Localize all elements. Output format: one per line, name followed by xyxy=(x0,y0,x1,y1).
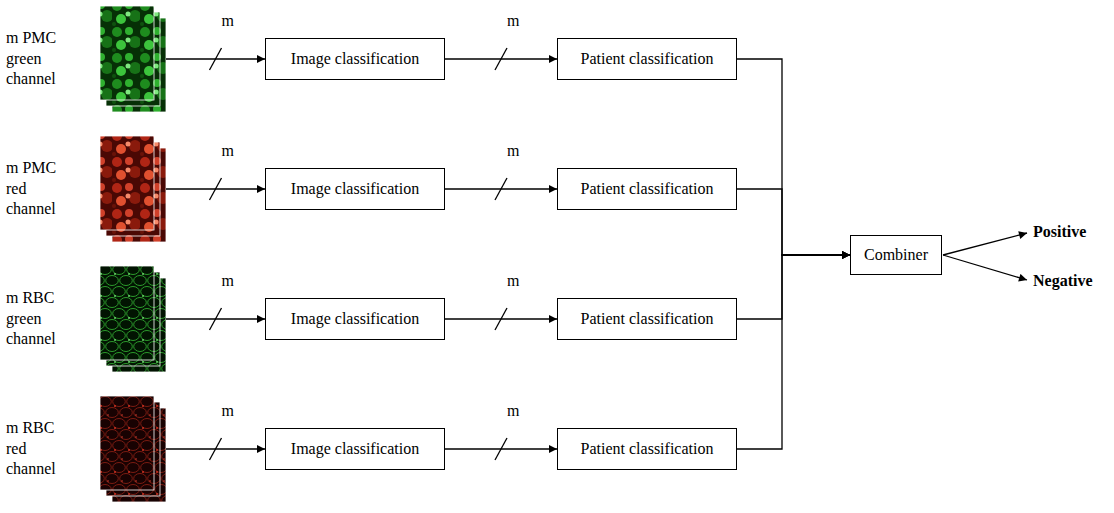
process-box: Image classification xyxy=(265,38,445,80)
box-text: Combiner xyxy=(864,245,928,265)
edge-group xyxy=(445,308,557,330)
bus-width-label: m xyxy=(222,401,234,421)
edge-group xyxy=(445,438,557,460)
output-label: Positive xyxy=(1033,222,1086,242)
image-layer xyxy=(100,6,154,100)
label-holder: m xyxy=(507,11,519,31)
image-stack-picture xyxy=(100,396,166,502)
edge-group xyxy=(166,438,265,460)
box-text: Image classification xyxy=(291,439,419,459)
bus-width-label: m xyxy=(507,401,519,421)
arrow-connector xyxy=(737,255,850,319)
label-holder: Negative xyxy=(1033,271,1093,291)
image-layer xyxy=(100,396,154,490)
image-layer xyxy=(100,136,154,230)
bus-slash xyxy=(495,48,507,70)
box-text: Image classification xyxy=(291,49,419,69)
label-holder: m RBC red channel xyxy=(6,396,70,502)
edge-group xyxy=(737,255,850,449)
label-holder: m xyxy=(222,141,234,161)
process-box: Patient classification xyxy=(557,168,737,210)
edge-group xyxy=(737,189,850,255)
bus-slash xyxy=(495,438,507,460)
bus-width-label: m xyxy=(222,11,234,31)
image-stack: m PMC green channel xyxy=(100,6,166,112)
combiner-box: Combiner xyxy=(850,235,942,275)
label-holder: m xyxy=(222,401,234,421)
box-text: Patient classification xyxy=(581,309,714,329)
bus-width-label: m xyxy=(507,11,519,31)
arrow-connector xyxy=(737,189,850,255)
label-holder: m xyxy=(507,271,519,291)
image-set-label: m RBC green channel xyxy=(6,288,70,350)
box-text: Patient classification xyxy=(581,179,714,199)
edge-group xyxy=(445,48,557,70)
image-stack: m PMC red channel xyxy=(100,136,166,242)
label-holder: m PMC red channel xyxy=(6,136,70,242)
arrow-connector xyxy=(737,59,850,255)
edge-group xyxy=(737,59,850,255)
edge-group xyxy=(166,48,265,70)
bus-width-label: m xyxy=(507,141,519,161)
image-stack-picture xyxy=(100,6,166,112)
edge-group xyxy=(445,178,557,200)
bus-slash xyxy=(210,178,222,200)
label-holder: m xyxy=(507,141,519,161)
label-holder: m xyxy=(222,271,234,291)
image-stack-picture xyxy=(100,136,166,242)
process-box: Patient classification xyxy=(557,298,737,340)
box-text: Image classification xyxy=(291,179,419,199)
process-box: Image classification xyxy=(265,168,445,210)
label-holder: m RBC green channel xyxy=(6,266,70,372)
process-box: Image classification xyxy=(265,428,445,470)
image-stack: m RBC green channel xyxy=(100,266,166,372)
output-arrow xyxy=(943,233,1027,255)
bus-slash xyxy=(210,308,222,330)
image-layer xyxy=(100,266,154,360)
label-holder: m xyxy=(507,401,519,421)
bus-width-label: m xyxy=(507,271,519,291)
image-stack-picture xyxy=(100,266,166,372)
edge-group xyxy=(737,255,850,319)
image-set-label: m RBC red channel xyxy=(6,418,70,480)
arrow-connector xyxy=(737,255,850,449)
process-box: Patient classification xyxy=(557,428,737,470)
box-text: Patient classification xyxy=(581,439,714,459)
label-holder: Positive xyxy=(1033,222,1086,242)
edge-group xyxy=(166,178,265,200)
bus-slash xyxy=(210,438,222,460)
image-set-label: m PMC green channel xyxy=(6,28,70,90)
output-arrow xyxy=(943,255,1027,280)
box-text: Image classification xyxy=(291,309,419,329)
image-stack: m RBC red channel xyxy=(100,396,166,502)
label-holder: m PMC green channel xyxy=(6,6,70,112)
image-set-label: m PMC red channel xyxy=(6,158,70,220)
edge-group xyxy=(166,308,265,330)
output-label: Negative xyxy=(1033,271,1093,291)
bus-slash xyxy=(495,308,507,330)
process-box: Image classification xyxy=(265,298,445,340)
bus-width-label: m xyxy=(222,271,234,291)
bus-width-label: m xyxy=(222,141,234,161)
bus-slash xyxy=(210,48,222,70)
label-holder: m xyxy=(222,11,234,31)
process-box: Patient classification xyxy=(557,38,737,80)
box-text: Patient classification xyxy=(581,49,714,69)
bus-slash xyxy=(495,178,507,200)
